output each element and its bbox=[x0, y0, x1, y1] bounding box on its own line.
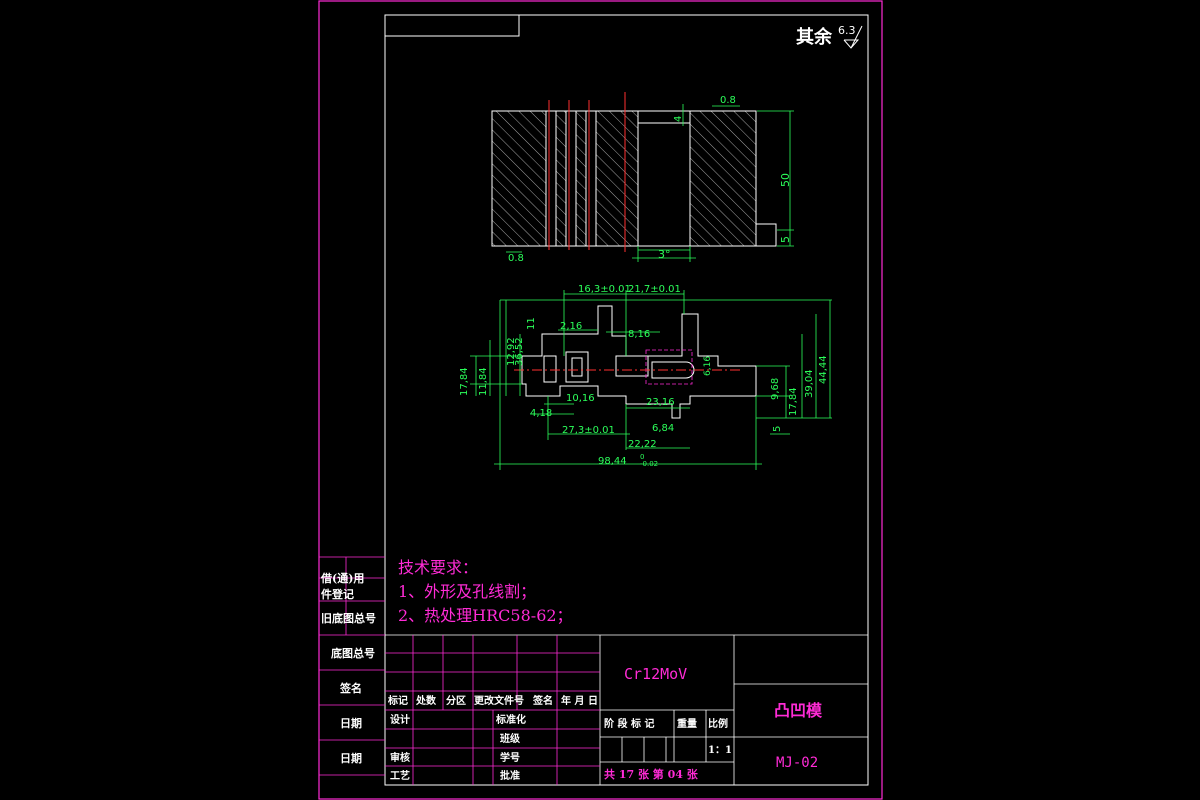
side-label-5: 日期 bbox=[340, 716, 362, 730]
dim-3652: 36,52 bbox=[514, 337, 525, 366]
stage-label: 阶 段 标 记 bbox=[604, 717, 654, 730]
tech-req-item-1: 1、外形及孔线割； bbox=[398, 582, 536, 601]
section-dim-step: 5 bbox=[779, 236, 792, 243]
part-name: 凸凹模 bbox=[774, 701, 823, 720]
scale-value: 1：1 bbox=[708, 745, 732, 756]
roughness-bottom: 0.8 bbox=[508, 253, 524, 264]
revision-grid bbox=[385, 635, 600, 785]
header-row-1: 处数 bbox=[415, 694, 437, 707]
tech-req-item-2: 2、热处理HRC58-62； bbox=[398, 606, 573, 625]
dim-3904: 39,04 bbox=[804, 369, 815, 398]
drawing-no: MJ-02 bbox=[776, 755, 818, 771]
side-label-1: 件登记 bbox=[321, 587, 354, 601]
header-row-4: 签名 bbox=[532, 694, 553, 707]
row-student-no: 学号 bbox=[500, 751, 520, 764]
header-row-0: 标记 bbox=[387, 694, 408, 707]
header-row-5: 年 月 日 bbox=[561, 694, 598, 707]
surface-note-value: 6.3 bbox=[838, 24, 856, 37]
weight-label: 重量 bbox=[677, 717, 697, 730]
left-label-review: 审核 bbox=[390, 751, 410, 764]
side-label-4: 签名 bbox=[339, 681, 362, 695]
section-dim-height: 50 bbox=[779, 173, 792, 187]
dim-11: 11 bbox=[526, 317, 537, 330]
dim-968: 9,68 bbox=[770, 378, 781, 400]
dim-616: 6,16 bbox=[703, 356, 713, 376]
dim-2222: 22,22 bbox=[628, 439, 657, 450]
dim-9844: 98,44 bbox=[598, 456, 627, 467]
dim-top-b: 21,7±0.01 bbox=[628, 284, 681, 295]
tol-zero: 0 bbox=[640, 453, 644, 461]
title-block-grid bbox=[385, 634, 868, 785]
dim-2316: 23,16 bbox=[646, 397, 675, 408]
dim-1784-right: 17,84 bbox=[788, 387, 799, 416]
left-label-process: 工艺 bbox=[390, 769, 410, 782]
roughness-top: 0.8 bbox=[720, 95, 736, 106]
dim-1292: 12,92 bbox=[506, 337, 517, 366]
side-label-3: 底图总号 bbox=[331, 646, 375, 660]
section-dim-slot-top: 4 bbox=[673, 116, 684, 122]
dim-816: 8,16 bbox=[628, 329, 650, 340]
section-view bbox=[491, 92, 794, 262]
surface-note-label: 其余 bbox=[796, 26, 833, 48]
dim-418: 4,18 bbox=[530, 408, 552, 419]
row-class: 班级 bbox=[500, 732, 521, 745]
dim-4444: 44,44 bbox=[818, 355, 829, 384]
dim-top-a: 16,3±0.01 bbox=[578, 284, 631, 295]
side-label-0: 借(通)用 bbox=[320, 571, 364, 585]
section-dim-taper: 3° bbox=[658, 248, 671, 261]
header-row-2: 分区 bbox=[446, 694, 466, 707]
outer-frame bbox=[318, 0, 883, 800]
dim-5: 5 bbox=[772, 426, 783, 432]
roughness-symbol-icon bbox=[843, 25, 863, 49]
side-label-6: 日期 bbox=[340, 751, 362, 765]
dim-1184: 11,84 bbox=[478, 367, 489, 396]
side-label-2: 旧底图总号 bbox=[321, 611, 376, 625]
tech-req-title: 技术要求： bbox=[398, 558, 478, 577]
corner-box bbox=[384, 14, 520, 37]
mid-label-standard: 标准化 bbox=[495, 713, 526, 726]
material: Cr12MoV bbox=[624, 665, 687, 683]
plan-view bbox=[470, 290, 832, 470]
header-row-3: 更改文件号 bbox=[474, 694, 524, 707]
dim-1016: 10,16 bbox=[566, 393, 595, 404]
dim-684: 6,84 bbox=[652, 423, 674, 434]
scale-label: 比例 bbox=[708, 717, 728, 730]
inner-frame bbox=[384, 14, 869, 786]
tol-minus: -0.02 bbox=[640, 460, 658, 468]
side-strip-grid bbox=[319, 556, 385, 776]
dim-273: 27,3±0.01 bbox=[562, 425, 615, 436]
dim-1784-left: 17,84 bbox=[459, 367, 470, 396]
mid-label-approve: 批准 bbox=[500, 769, 520, 782]
dim-216: 2,16 bbox=[560, 321, 582, 332]
sheets: 共 17 张 第 04 张 bbox=[604, 767, 699, 781]
left-label-design: 设计 bbox=[390, 713, 410, 726]
